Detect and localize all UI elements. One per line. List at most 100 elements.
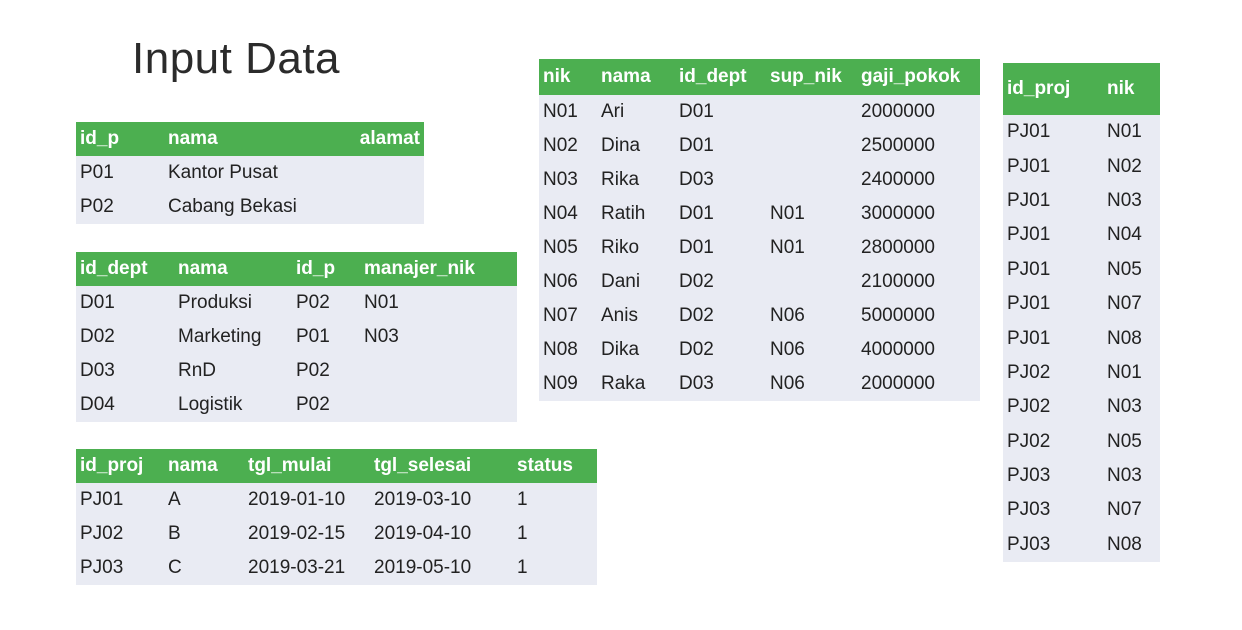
table-cell: 5000000 [861,305,935,326]
table-cell: 2019-03-21 [248,557,346,578]
column-header: sup_nik [766,59,857,95]
table-cell [766,265,857,299]
table-cell [360,388,517,422]
table-row: PJ02 N05 [1003,425,1160,459]
table-cell: PJ01 [80,489,124,510]
table-cell: N05 [1107,258,1142,280]
table-cell: N01 [364,292,399,313]
table-cell: P02 [296,292,330,313]
table-cell: 2019-02-15 [248,523,346,544]
table-cell: D01 [679,135,714,156]
table-cell: D01 [679,237,714,258]
table-cell: N01 [770,203,805,224]
table-cell: Dina [601,135,641,156]
column-header: id_proj [76,449,164,483]
table-cell: D04 [80,394,115,415]
column-header: tgl_selesai [370,449,513,483]
table-cell: PJ03 [80,557,124,578]
table-cell: 2019-03-10 [374,489,472,510]
table-cell: 2500000 [861,135,935,156]
table-cell: 2019-01-10 [248,489,346,510]
table-cell: C [168,557,182,578]
table-cell: N06 [770,339,805,360]
table-cell [360,354,517,388]
table-cell: Logistik [178,394,243,415]
table-cell: D01 [679,101,714,122]
table-cell: 2100000 [861,271,935,292]
table-cell: 3000000 [861,203,935,224]
column-header: id_p [76,122,164,156]
table-cell: Anis [601,305,638,326]
table-cell [342,156,424,190]
column-header: id_dept [76,252,174,286]
table-cell: N08 [1107,533,1142,555]
table-cell: PJ03 [1007,465,1051,487]
table-cell: P02 [296,360,330,381]
column-header: nama [597,59,675,95]
table-cell: 2019-05-10 [374,557,472,578]
table-cell: Marketing [178,326,262,347]
table-cell: D01 [679,203,714,224]
table-cell: PJ01 [1007,189,1051,211]
table-cell: N06 [770,373,805,394]
table-cell: PJ02 [1007,396,1051,418]
column-header: manajer_nik [360,252,517,286]
table-cell: N03 [1107,189,1142,211]
table-cell: Produksi [178,292,252,313]
table-cell: N05 [1107,430,1142,452]
table-cell: 2019-04-10 [374,523,472,544]
table-row: PJ01 N02 [1003,149,1160,183]
table-cell: PJ01 [1007,293,1051,315]
table-cell: N01 [543,101,578,122]
table-cell: D01 [80,292,115,313]
page-title: Input Data [132,34,341,83]
table-cell: PJ02 [1007,430,1051,452]
column-header: gaji_pokok [857,59,980,95]
table-cell: 4000000 [861,339,935,360]
column-header: id_p [292,252,360,286]
table-cell: N04 [543,203,578,224]
table-cell: P01 [296,326,330,347]
table-cell: D03 [80,360,115,381]
table-cell: N01 [770,237,805,258]
table-cell: Dika [601,339,640,360]
table-cell [766,163,857,197]
table-cell: PJ01 [1007,155,1051,177]
table-cell [342,190,424,224]
table-cell: PJ02 [1007,361,1051,383]
table-cell: 1 [517,489,528,510]
table-cell: N01 [1107,121,1142,143]
table-cell: 2400000 [861,169,935,190]
table-cell: N06 [770,305,805,326]
table-cell: PJ02 [80,523,124,544]
table-cell: N05 [543,237,578,258]
column-header: nama [174,252,292,286]
table-cell: N04 [1107,224,1142,246]
column-header: id_dept [675,59,766,95]
table-cell: Cabang Bekasi [168,196,297,217]
table-cell: PJ03 [1007,499,1051,521]
table-cell: N02 [1107,155,1142,177]
column-header: alamat [342,122,424,156]
table-cell: P02 [80,196,114,217]
